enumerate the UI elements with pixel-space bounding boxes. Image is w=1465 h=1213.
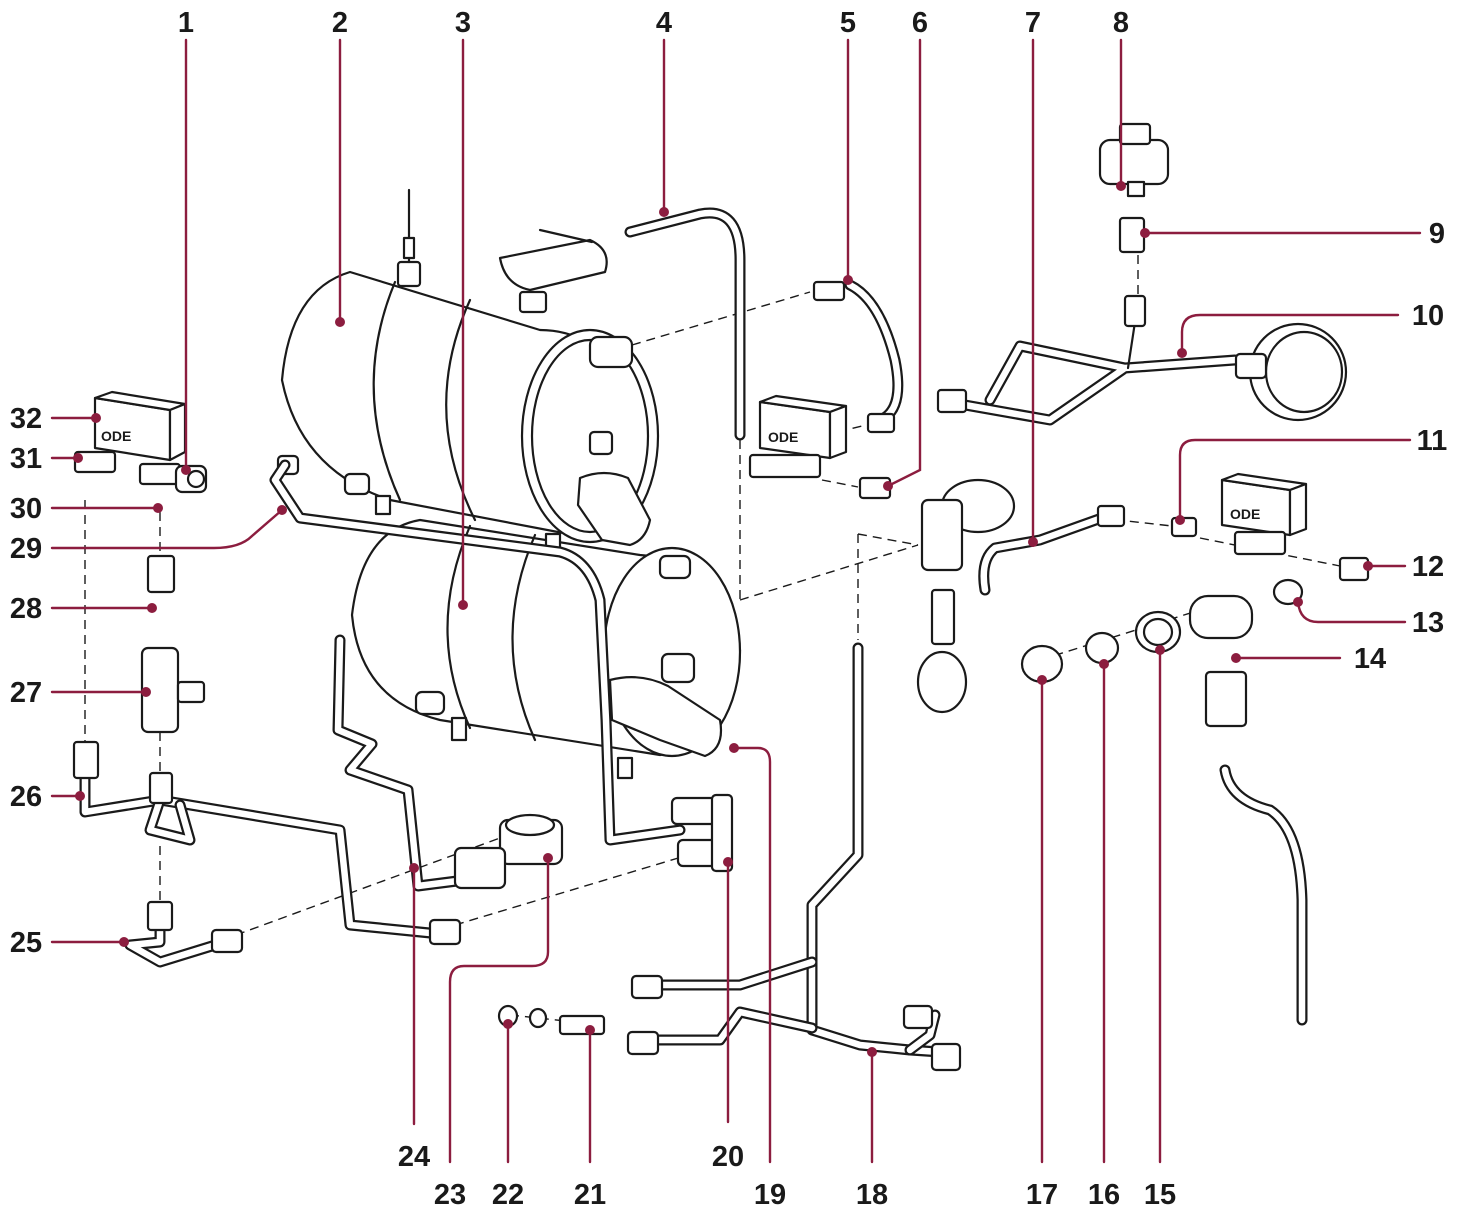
callout-4: 4 <box>656 7 672 39</box>
callout-13: 13 <box>1412 607 1444 639</box>
callout-25: 25 <box>10 927 42 959</box>
leader-19 <box>732 746 772 1164</box>
callout-9: 9 <box>1429 218 1445 250</box>
callout-15: 15 <box>1144 1179 1176 1211</box>
callout-12: 12 <box>1412 551 1444 583</box>
callout-1: 1 <box>178 7 194 39</box>
leader-11 <box>1178 438 1412 522</box>
parts-artwork: ODE ODE ODE <box>72 122 1370 1072</box>
callout-31: 31 <box>10 443 42 475</box>
callout-24: 24 <box>398 1141 430 1173</box>
leader-lines <box>50 38 1422 1164</box>
callout-11: 11 <box>1417 425 1448 457</box>
callout-29: 29 <box>10 533 42 565</box>
callout-26: 26 <box>10 781 42 813</box>
callout-18: 18 <box>856 1179 888 1211</box>
pipes <box>79 207 1308 1058</box>
valve-logo-center: ODE <box>768 429 798 445</box>
leader-23 <box>448 856 550 1164</box>
solenoid-valves: ODE ODE ODE <box>73 390 1308 556</box>
valve-logo-right: ODE <box>1230 506 1260 522</box>
assembly-lines <box>84 240 1341 1023</box>
callout-14: 14 <box>1354 643 1386 675</box>
leader-13 <box>1296 600 1407 624</box>
callout-20: 20 <box>712 1141 744 1173</box>
callout-7: 7 <box>1025 7 1041 39</box>
callout-30: 30 <box>10 493 42 525</box>
leader-29 <box>50 508 284 550</box>
upper-boiler <box>276 188 660 547</box>
callout-16: 16 <box>1088 1179 1120 1211</box>
callout-17: 17 <box>1026 1179 1058 1211</box>
fittings <box>72 122 1370 1072</box>
callout-5: 5 <box>840 7 856 39</box>
callout-3: 3 <box>455 7 471 39</box>
callout-28: 28 <box>10 593 42 625</box>
callout-27: 27 <box>10 677 42 709</box>
leader-6 <box>886 38 922 488</box>
callout-8: 8 <box>1113 7 1129 39</box>
callout-19: 19 <box>754 1179 786 1211</box>
leader-10 <box>1180 313 1400 355</box>
callout-10: 10 <box>1412 300 1444 332</box>
leader-dots <box>73 181 1373 1057</box>
callout-32: 32 <box>10 403 42 435</box>
lower-boiler <box>350 518 742 780</box>
callout-22: 22 <box>492 1179 524 1211</box>
callout-6: 6 <box>912 7 928 39</box>
callout-labels: 1 2 3 4 5 6 7 8 9 10 11 12 13 14 15 16 1… <box>10 7 1447 1211</box>
callout-21: 21 <box>574 1179 606 1211</box>
callout-2: 2 <box>332 7 348 39</box>
valve-logo-left: ODE <box>101 428 131 444</box>
callout-23: 23 <box>434 1179 466 1211</box>
